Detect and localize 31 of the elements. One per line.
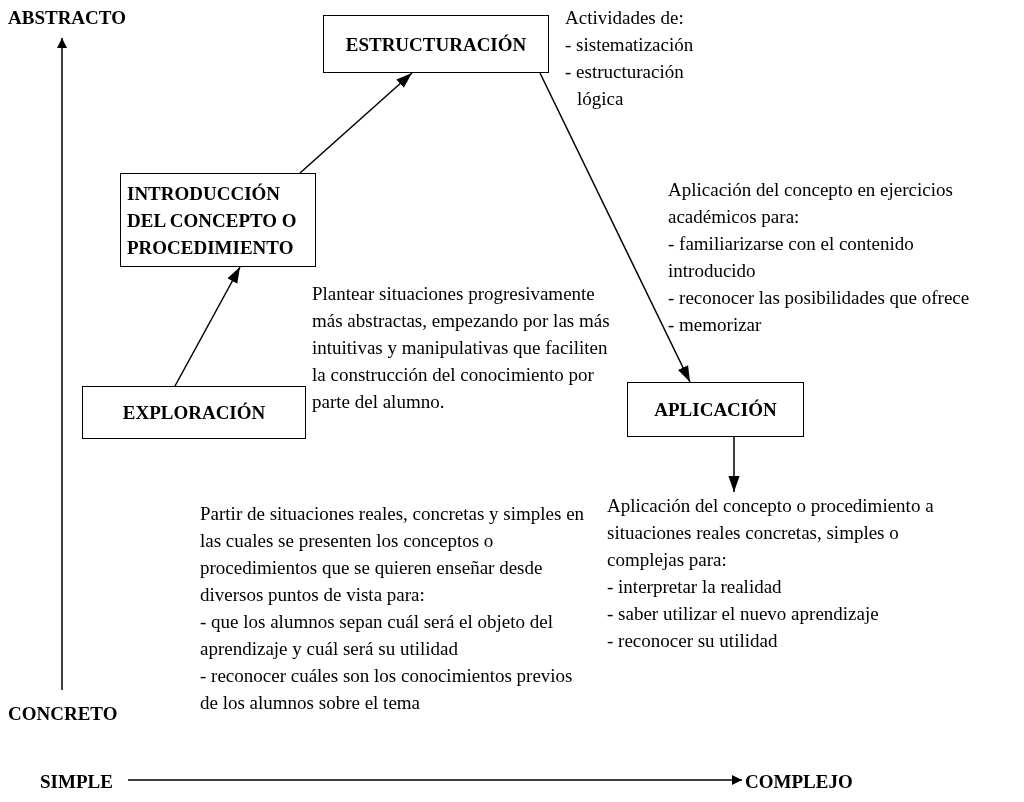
list-item: - reconocer su utilidad bbox=[607, 629, 779, 653]
arrow bbox=[728, 436, 740, 493]
process-box bbox=[627, 382, 804, 437]
note-text: Plantear situaciones progresivamente más abstractas, empezando por las más intuitivas y manipulativas que faciliten la construcción del conocimiento por parte del alumno. bbox=[312, 282, 611, 414]
note-text: Partir de situaciones reales, concretas y simples en las cuales se presenten los conceptos o procedimientos que se quieren enseñar desde diversos puntos de vista para: bbox=[200, 502, 586, 607]
box-label: ESTRUCTURACIÓN bbox=[345, 32, 527, 57]
list-item: - reconocer las posibilidades que ofrece bbox=[668, 286, 970, 310]
list-item: - familiarizarse con el contenido introducido bbox=[668, 232, 915, 283]
box-label: EXPLORACIÓN bbox=[122, 401, 266, 425]
axis-label: SIMPLE bbox=[40, 770, 113, 794]
list-item: - que los alumnos sepan cuál será el objeto del aprendizaje y cuál será su utilidad bbox=[200, 610, 554, 661]
box-label: APLICACIÓN bbox=[654, 398, 777, 422]
list-item: - reconocer cuáles son los conocimientos previos de los alumnos sobre el tema bbox=[200, 664, 574, 715]
node-text: Aplicación del concepto o procedimiento a situaciones reales concretas, simples o complejas para: bbox=[607, 494, 935, 572]
list-item: - estructuración lógica bbox=[565, 60, 685, 111]
process-box bbox=[82, 386, 306, 439]
axis-label: CONCRETO bbox=[8, 702, 118, 726]
note-text: Actividades de: bbox=[565, 6, 684, 30]
list-item: - interpretar la realidad bbox=[607, 575, 783, 599]
list-item: - memorizar bbox=[668, 313, 762, 337]
process-box bbox=[120, 173, 316, 267]
list-item: - saber utilizar el nuevo aprendizaje bbox=[607, 602, 880, 626]
box-label: INTRODUCCIÓN DEL CONCEPTO O PROCEDIMIENTO bbox=[127, 181, 298, 260]
arrow bbox=[174, 266, 241, 387]
note-text: Aplicación del concepto en ejercicios académicos para: bbox=[668, 178, 954, 229]
arrow bbox=[299, 72, 413, 174]
arrow bbox=[539, 72, 691, 383]
axis-label: COMPLEJO bbox=[745, 770, 853, 794]
list-item: - sistematización bbox=[565, 33, 694, 57]
axis-label: ABSTRACTO bbox=[8, 6, 126, 30]
process-box bbox=[323, 15, 549, 73]
